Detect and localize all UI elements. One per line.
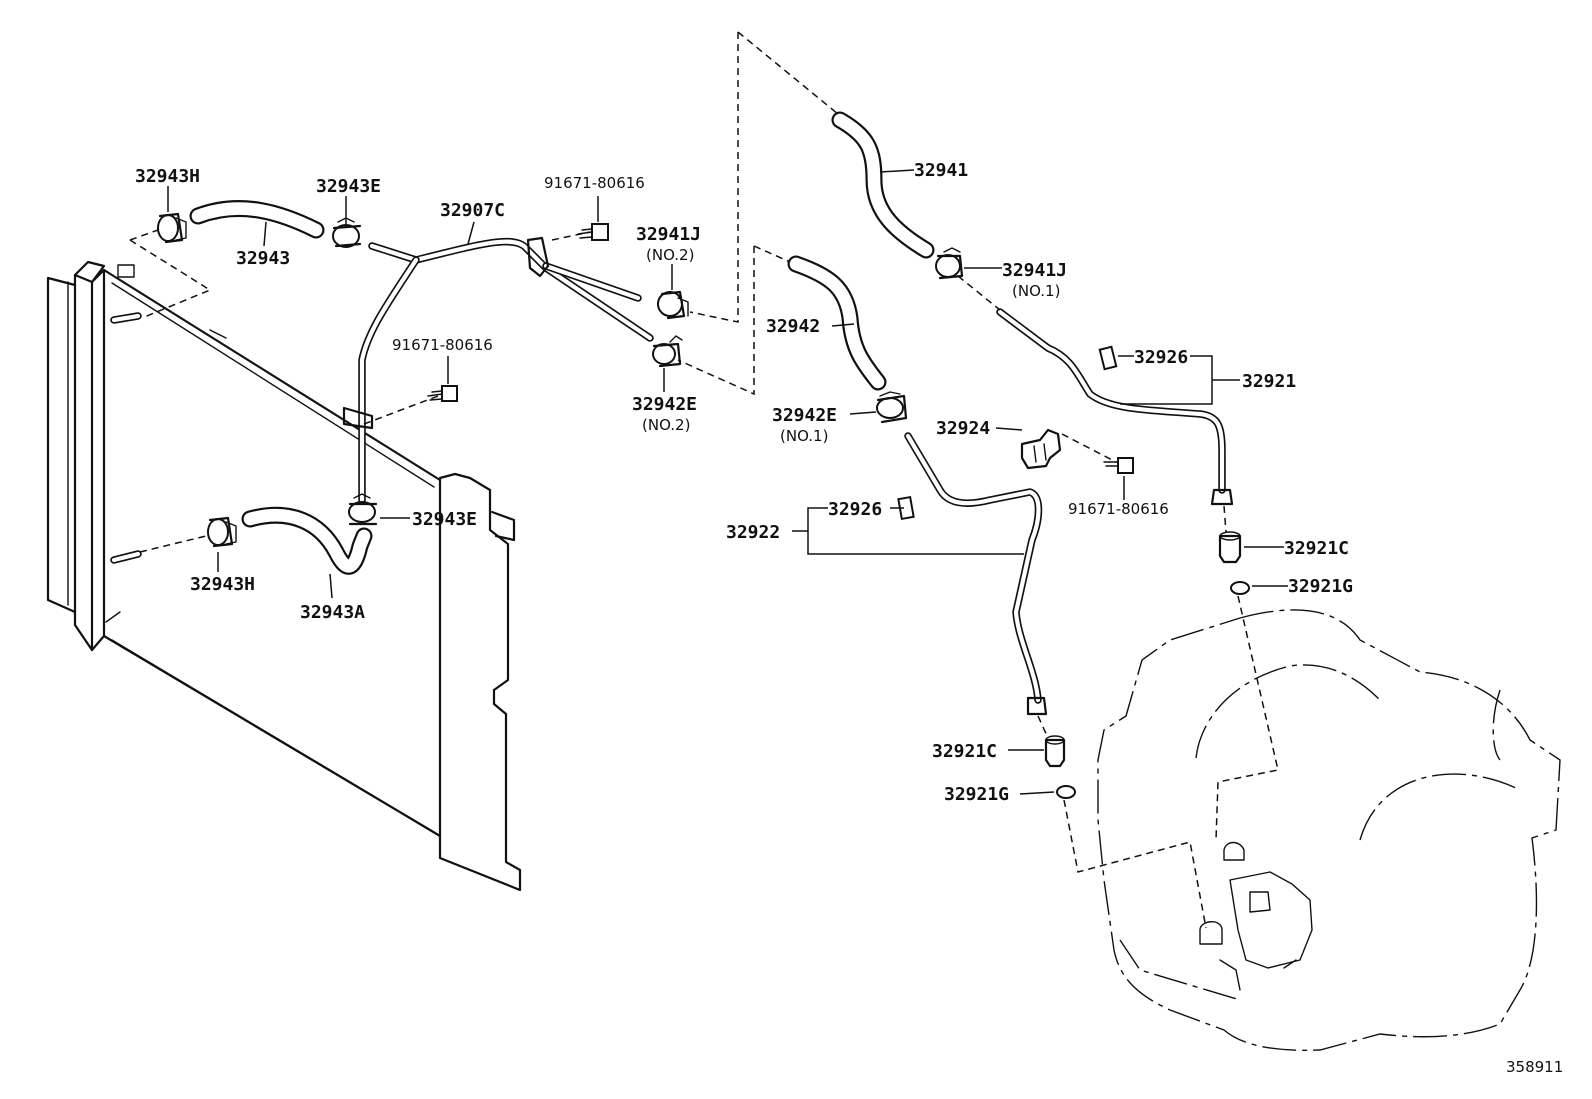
label-32943A: 32943A [300,602,365,623]
label-91671-80616-mid: 91671-80616 [392,336,493,354]
label-32943H-bottom: 32943H [190,574,255,595]
fitting-32921C-upper [1218,531,1242,564]
bolt-91671-80616-mid [427,385,458,402]
label-32921: 32921 [1242,371,1296,392]
label-32926-upper: 32926 [1134,347,1188,368]
sleeve-32926-upper [1098,345,1118,371]
pipe-32907C [342,236,654,504]
label-32921G-upper: 32921G [1288,576,1353,597]
label-32926-lower: 32926 [828,499,882,520]
label-32941: 32941 [914,160,968,181]
part-labels: 32943H 32943E 32907C 91671-80616 32941J … [135,160,1563,1076]
label-32941J-no1-sub: (NO.1) [1012,282,1060,300]
pipe-32921 [996,308,1234,506]
label-32942E-no1-sub: (NO.1) [780,427,828,445]
clamp-32942E-no2 [652,335,683,368]
clamp-32943H-bottom [207,516,237,548]
bolt-91671-80616-top [577,223,609,241]
clamp-32941J-no2 [657,290,689,320]
oring-32921G-upper [1230,581,1250,595]
radiator-outlet-lower [110,550,142,564]
sleeve-32926-lower [897,495,915,521]
clamp-32943H-top [157,212,187,244]
radiator [46,260,522,892]
label-32942E-no2-sub: (NO.2) [642,416,690,434]
assembly-lines [129,31,1279,929]
hose-32941 [831,111,935,259]
label-32943E-bottom: 32943E [412,509,477,530]
pipe-32922 [904,432,1048,716]
radiator-outlet-upper [110,312,142,324]
label-32943: 32943 [236,248,290,269]
label-32942E-no1: 32942E [772,405,837,426]
label-32921G-lower: 32921G [944,784,1009,805]
transmission [1097,609,1561,1052]
hose-32942 [787,255,887,391]
label-32941J-no2-sub: (NO.2) [646,246,694,264]
label-32924: 32924 [936,418,990,439]
label-32942E-no2: 32942E [632,394,697,415]
bolt-91671-80616-right [1103,457,1134,474]
label-32942: 32942 [766,316,820,337]
hose-32943 [189,200,325,239]
reference-number: 358911 [1506,1058,1563,1076]
clamp-32941J-no1 [935,247,964,280]
label-32941J-no2: 32941J [636,224,701,245]
label-91671-80616-right: 91671-80616 [1068,500,1169,518]
label-32921C-lower: 32921C [932,741,997,762]
label-32921C-upper: 32921C [1284,538,1349,559]
hose-32943A [241,506,373,575]
clamp-32942E-no1 [876,391,908,424]
label-32907C: 32907C [440,200,505,221]
label-32922: 32922 [726,522,780,543]
oring-32921G-lower [1056,785,1076,799]
fitting-32921C-lower [1044,735,1066,768]
clamp-32943E-top [332,217,362,248]
label-32943H-top: 32943H [135,166,200,187]
label-91671-80616-top: 91671-80616 [544,174,645,192]
leader-lines [167,169,1288,795]
label-32943E-top: 32943E [316,176,381,197]
label-32941J-no1: 32941J [1002,260,1067,281]
bracket-32924 [1020,428,1062,470]
clamp-32943E-bottom [348,493,378,526]
